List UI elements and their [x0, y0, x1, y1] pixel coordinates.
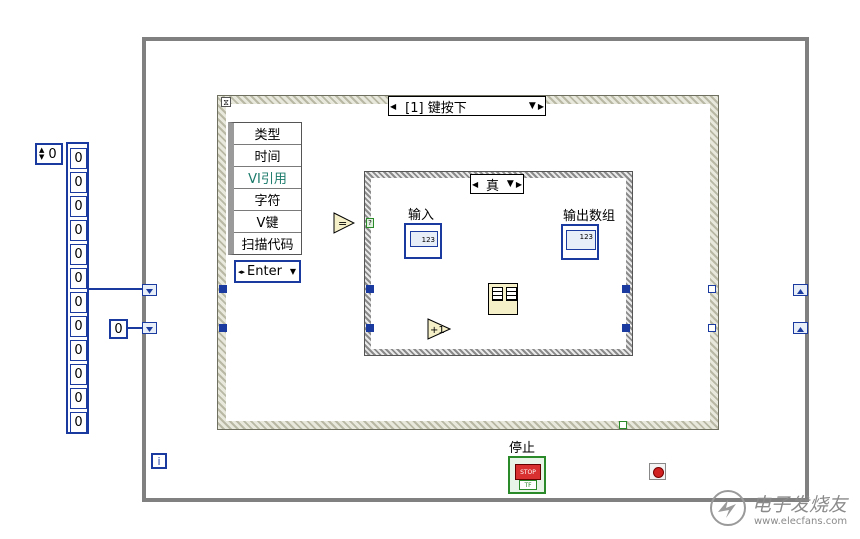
array-element[interactable]: 0	[70, 244, 87, 265]
insert-into-array-function[interactable]	[488, 283, 518, 315]
watermark: 电子发烧友 www.elecfans.com	[706, 486, 856, 536]
array-grid-icon	[506, 287, 517, 301]
event-tunnel-out-index[interactable]	[708, 324, 716, 332]
case-selector[interactable]: ◀ 真 ▼ ▶	[470, 174, 524, 194]
case-right-arrow[interactable]: ▶	[515, 179, 522, 189]
arrow-down-icon	[146, 327, 153, 332]
array-element[interactable]: 0	[70, 172, 87, 193]
array-element[interactable]: 0	[70, 340, 87, 361]
input-label: 输入	[408, 208, 435, 223]
chevron-down-icon[interactable]: ▼	[506, 179, 514, 189]
array-index-value: 0	[48, 146, 57, 162]
arrow-up-icon	[797, 327, 804, 332]
array-grid-icon	[492, 287, 503, 301]
shift-register-left-index[interactable]	[142, 322, 157, 334]
enum-value: Enter	[247, 264, 282, 279]
array-element[interactable]: 0	[70, 196, 87, 217]
case-structure	[364, 171, 633, 356]
event-field-scancode[interactable]: 扫描代码	[241, 238, 294, 253]
iteration-terminal[interactable]: i	[151, 453, 167, 469]
array-element[interactable]: 0	[70, 220, 87, 241]
selector-left-arrow[interactable]: ◀	[390, 101, 397, 111]
chevron-down-icon[interactable]: ▼	[289, 267, 296, 276]
input-numeric-terminal[interactable]: 123	[404, 223, 442, 259]
increment-symbol: +1	[430, 325, 445, 336]
event-timeout-icon: ⧖	[221, 97, 231, 107]
array-indicator-inner: 123	[566, 230, 596, 250]
numeric-icon-text: 123	[421, 236, 435, 244]
case-tunnel-in-array[interactable]	[366, 285, 374, 293]
selector-right-arrow[interactable]: ▶	[537, 101, 544, 111]
tf-badge: TF	[519, 480, 537, 490]
array-element[interactable]: 0	[70, 412, 87, 433]
array-element[interactable]: 0	[70, 292, 87, 313]
zero-constant[interactable]: 0	[109, 319, 128, 339]
equal-symbol: =	[338, 217, 347, 230]
event-field-vi-ref[interactable]: VI引用	[234, 167, 301, 189]
event-case-selector[interactable]: ◀ [1] 键按下 ▼ ▶	[388, 96, 546, 116]
array-element[interactable]: 0	[70, 388, 87, 409]
event-tunnel-out-bool[interactable]	[619, 421, 627, 429]
array-element[interactable]: 0	[70, 316, 87, 337]
index-spinner-icon[interactable]: ▲▼	[39, 146, 45, 161]
event-tunnel-in-index[interactable]	[219, 324, 227, 332]
array-control[interactable]: 0 0 0 0 0 0 0 0 0 0 0 0	[66, 142, 89, 434]
chevron-down-icon[interactable]: ▼	[528, 101, 536, 111]
array-element[interactable]: 0	[70, 268, 87, 289]
arrow-up-icon	[797, 289, 804, 294]
event-field-char[interactable]: 字符	[234, 189, 301, 211]
array-icon-text: 123	[579, 233, 593, 241]
event-data-node: 类型 时间 VI引用 字符 V键 扫描代码	[228, 122, 302, 255]
stop-label: 停止	[509, 441, 536, 456]
numeric-inner: 123	[410, 231, 438, 247]
case-tunnel-out-index[interactable]	[622, 324, 630, 332]
output-array-terminal[interactable]: 123	[561, 224, 599, 260]
event-tunnel-out-array[interactable]	[708, 285, 716, 293]
watermark-brand: 电子发烧友	[752, 494, 848, 516]
event-field-time[interactable]: 时间	[234, 145, 301, 167]
stop-icon: STOP	[515, 464, 541, 480]
case-tunnel-out-array[interactable]	[622, 285, 630, 293]
shift-register-right-array[interactable]	[793, 284, 808, 296]
arrow-down-icon	[146, 289, 153, 294]
output-array-label: 输出数组	[563, 209, 616, 224]
elecfans-logo-icon	[710, 490, 746, 526]
case-selector-terminal[interactable]: ?	[366, 218, 374, 228]
loop-condition-terminal[interactable]	[649, 463, 666, 480]
equal-function-icon[interactable]: =	[333, 212, 355, 234]
case-left-arrow[interactable]: ◀	[472, 179, 479, 189]
watermark-url: www.elecfans.com	[754, 516, 848, 527]
array-element[interactable]: 0	[70, 364, 87, 385]
increment-function-icon[interactable]: +1	[427, 318, 451, 340]
enter-enum-constant[interactable]: ◂▸ Enter ▼	[234, 260, 301, 283]
event-field-vkey[interactable]: V键	[234, 211, 301, 233]
array-element[interactable]: 0	[70, 148, 87, 169]
case-label: 真	[486, 178, 500, 194]
shift-register-left-array[interactable]	[142, 284, 157, 296]
case-tunnel-in-index[interactable]	[366, 324, 374, 332]
event-tunnel-in-array[interactable]	[219, 285, 227, 293]
shift-register-right-index[interactable]	[793, 322, 808, 334]
event-case-label: [1] 键按下	[405, 100, 467, 116]
enum-arrow-icon: ◂▸	[238, 267, 246, 276]
event-field-type[interactable]: 类型	[234, 123, 301, 145]
stop-button-terminal[interactable]: STOP TF	[508, 456, 546, 494]
array-index-display[interactable]: ▲▼ 0	[35, 143, 63, 165]
